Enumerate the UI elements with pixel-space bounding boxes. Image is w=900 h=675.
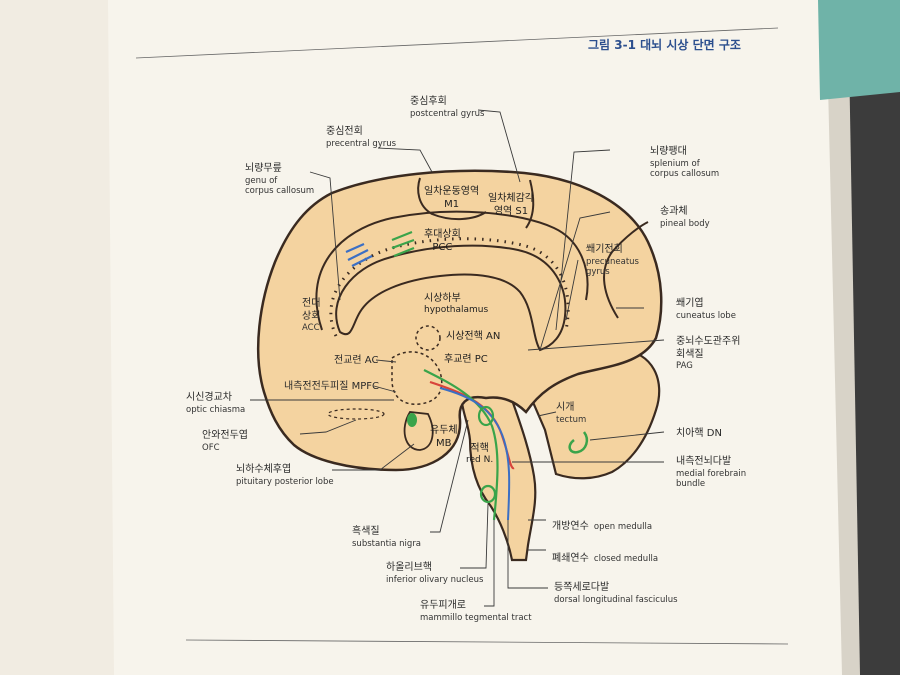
red-nucleus [477,405,495,427]
anterior-nucleus [415,325,441,351]
corpus-callosum [335,244,567,352]
mammillo-tegmental-tract [423,369,499,521]
dentate-nucleus [568,431,589,454]
left-page [0,0,132,675]
acc-stripe-3 [351,255,373,267]
orbitofrontal-sulcus [327,408,385,420]
acc-stripe-2 [347,249,369,261]
label-mpfc: 내측전전두피질 MPFC [284,381,379,392]
label-closed-medulla: 폐쇄연수 closed medulla [552,553,659,564]
teal-object [818,0,900,100]
pcc-stripe-2 [391,238,415,250]
figure-title: 그림 3-1 대뇌 시상 단면 구조 [588,38,741,52]
leader-lines [250,109,665,607]
olivary-nucleus [479,484,497,504]
dorsal-longitudinal-fasciculus [439,387,511,521]
inner-an: 시상전핵 AN [446,331,501,342]
pcc-stripe-1 [391,230,413,242]
cingulate-sulcus [315,210,589,331]
label-dentate: 치아핵 DN [676,428,722,439]
acc-stripe-1 [345,242,365,254]
parieto-occipital-sulcus [603,221,649,319]
cingulum-dots [329,237,570,337]
inner-pc: 후교련 PC [444,354,488,365]
label-open-medulla: 개방연수 open medulla [552,521,653,532]
central-sulcus [417,177,487,220]
postcentral-sulcus [525,179,535,229]
page-bottom-rule [185,639,789,645]
pcc-stripe-3 [393,246,415,258]
hypothalamus-area [391,351,443,405]
mammillary-body [407,413,417,427]
page-edge-shadow [826,0,860,675]
page-top-rule [135,27,779,59]
label-ac: 전교련 AC [334,355,379,366]
